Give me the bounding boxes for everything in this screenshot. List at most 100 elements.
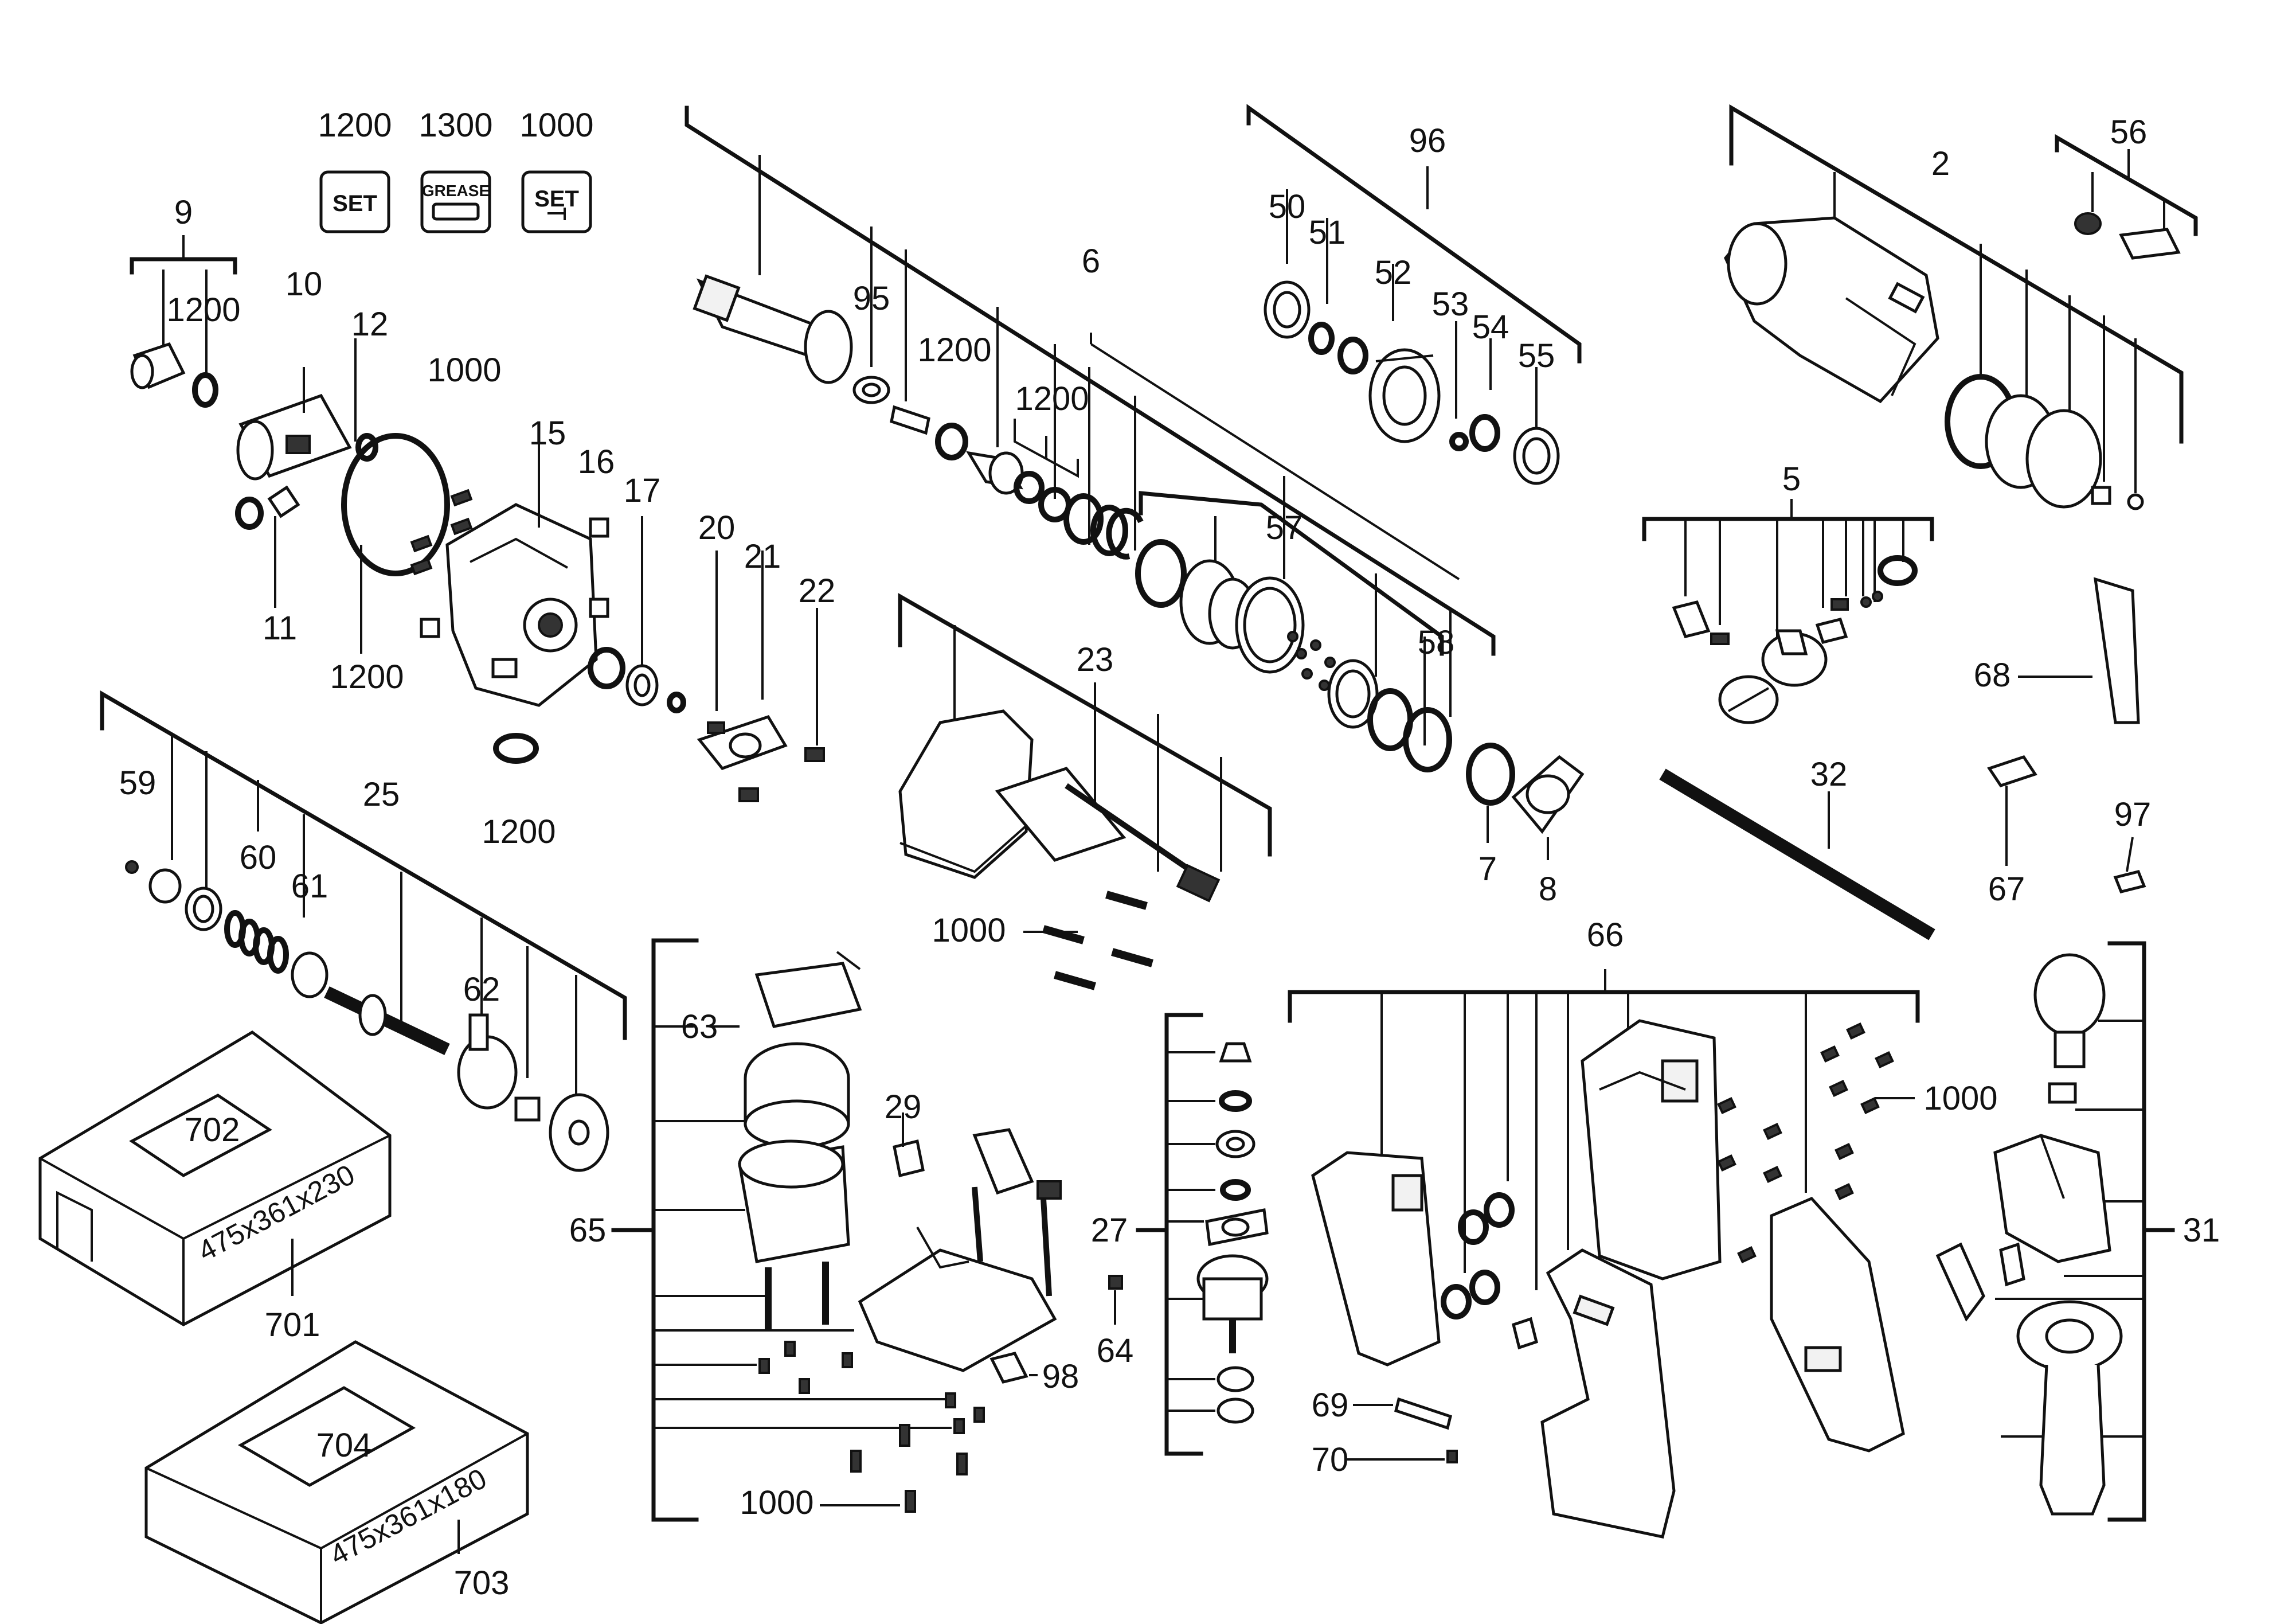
label-64: 64 — [1097, 1332, 1134, 1369]
carry-case-703: 475x361x180 — [144, 1340, 529, 1624]
label-701: 701 — [265, 1306, 320, 1344]
side-handle-bracket-part — [1993, 1134, 2111, 1263]
crank-part — [457, 1013, 518, 1110]
label-58: 58 — [1418, 624, 1455, 661]
label-68: 68 — [1974, 657, 2011, 694]
label-11: 11 — [263, 610, 297, 647]
chuck-nut-part — [130, 342, 186, 389]
label-6: 6 — [1082, 243, 1100, 280]
label-1300: 1300 — [418, 107, 492, 144]
label-1200-f: 1200 — [1015, 380, 1089, 417]
spindle-tube-part — [693, 274, 853, 384]
baffle-plate-part — [1205, 1208, 1269, 1246]
label-97: 97 — [2114, 796, 2152, 833]
label-17: 17 — [624, 472, 661, 509]
label-7: 7 — [1478, 850, 1497, 888]
bracket-25 — [100, 690, 627, 1040]
switch-part — [972, 1128, 1062, 1200]
o-ring-part — [192, 372, 218, 408]
set-kit-badge-1000: SET — [521, 170, 592, 233]
pad-part — [1935, 1242, 1985, 1322]
label-96: 96 — [1409, 122, 1446, 159]
badge-text: SET — [333, 191, 377, 216]
label-51: 51 — [1309, 214, 1346, 251]
label-5: 5 — [1782, 460, 1801, 498]
label-8: 8 — [1539, 870, 1557, 908]
label-61: 61 — [291, 868, 328, 905]
bracket-5 — [1642, 517, 1934, 541]
label-32: 32 — [1810, 756, 1848, 793]
label-98: 98 — [1042, 1358, 1079, 1395]
label-1200-c: 1200 — [330, 658, 404, 696]
label-50: 50 — [1269, 188, 1306, 225]
interface-part — [989, 1352, 1028, 1384]
label-60: 60 — [240, 839, 277, 876]
label-1200-e: 1200 — [917, 331, 991, 369]
handle-cover-left-part — [1311, 1151, 1441, 1367]
label-59: 59 — [119, 764, 157, 802]
motor-frame-part — [738, 1139, 850, 1263]
label-65: 65 — [569, 1212, 607, 1249]
bracket-66 — [1288, 990, 1920, 1023]
label-66: 66 — [1587, 916, 1624, 954]
label-52: 52 — [1375, 254, 1412, 291]
bracket-27 — [1164, 1013, 1203, 1456]
electronics-module-part — [858, 1186, 1057, 1372]
main-housing-part — [1581, 1019, 1722, 1281]
badge-text: GREASE — [422, 182, 490, 200]
label-55: 55 — [1518, 337, 1555, 374]
label-22: 22 — [799, 572, 836, 610]
label-1200-d: 1200 — [482, 813, 556, 850]
bracket-23 — [898, 592, 1272, 857]
motor-rotor-part — [995, 767, 1221, 903]
label-95: 95 — [853, 280, 890, 317]
label-57: 57 — [1266, 509, 1303, 546]
label-21: 21 — [744, 538, 781, 575]
bracket-2 — [1729, 104, 2184, 444]
battery-handle-part — [1540, 1248, 1676, 1539]
label-20: 20 — [698, 509, 736, 546]
selector-knob-part — [1761, 629, 1828, 687]
label-29: 29 — [885, 1088, 922, 1126]
label-10: 10 — [285, 266, 323, 303]
flange-plate-part — [1511, 755, 1585, 834]
label-703: 703 — [454, 1564, 510, 1602]
intermediate-shaft-part — [324, 986, 450, 1055]
screws-set-1000-motor — [1042, 891, 1153, 990]
side-handle-grip-part — [2016, 1300, 2123, 1516]
label-62: 62 — [463, 971, 500, 1008]
label-1000-e: 1000 — [1923, 1080, 1997, 1117]
label-1200-b: 1200 — [166, 291, 240, 329]
screws-set-1000-left — [410, 489, 473, 576]
front-housing-part — [1724, 216, 1939, 404]
label-1000-b: 1000 — [427, 352, 501, 389]
grease-badge-1300: GREASE — [420, 170, 491, 233]
label-15: 15 — [529, 415, 566, 452]
gasket-ring-part — [341, 433, 450, 576]
carry-case-701: 475x361x230 — [38, 1030, 392, 1326]
label-1000-c: 1000 — [932, 912, 1006, 949]
label-704: 704 — [316, 1427, 372, 1464]
label-2: 2 — [1931, 145, 1950, 182]
fan-baffle-part — [754, 951, 862, 1028]
gear-wheel-part — [1235, 576, 1305, 674]
bracket-57 — [1139, 491, 1444, 656]
label-23: 23 — [1077, 641, 1114, 678]
label-70: 70 — [1312, 1441, 1349, 1478]
label-31: 31 — [2183, 1212, 2220, 1249]
screws-set-1000-housing — [1717, 1022, 1894, 1263]
label-702: 702 — [185, 1111, 240, 1149]
label-25: 25 — [363, 776, 400, 813]
hook-part — [1394, 1397, 1452, 1430]
bracket-56 — [2055, 134, 2198, 236]
spring-part — [224, 910, 289, 974]
rod-part — [1659, 768, 1935, 940]
bracket-9 — [130, 257, 237, 275]
ball-bearings-part — [1287, 631, 1336, 691]
label-67: 67 — [1988, 870, 2025, 908]
gear-housing-part — [445, 503, 598, 707]
stator-part — [744, 1042, 850, 1149]
label-1000-d: 1000 — [740, 1484, 813, 1521]
label-12: 12 — [351, 306, 389, 343]
